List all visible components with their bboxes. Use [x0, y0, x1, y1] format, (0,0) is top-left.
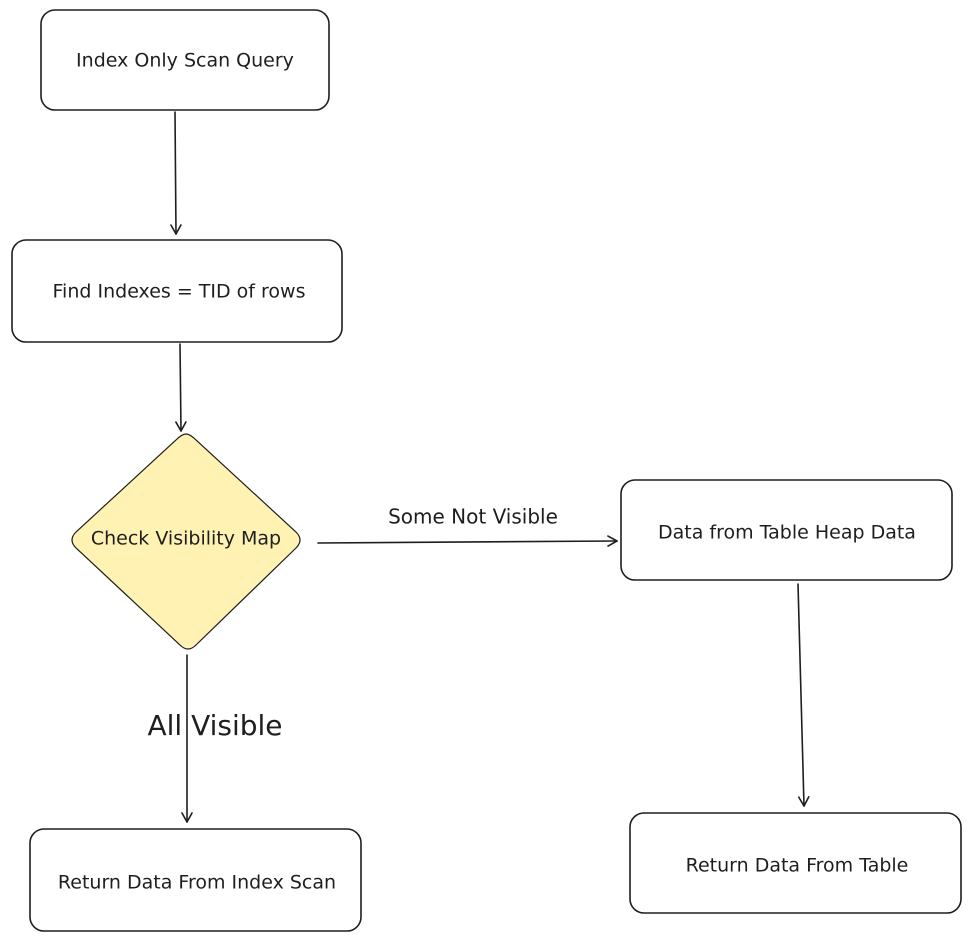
- edge-label-some-not-visible: Some Not Visible: [388, 505, 558, 529]
- node-check-visibility-map: Check Visibility Map: [71, 433, 301, 650]
- node-return-data-index-scan: Return Data From Index Scan: [29, 828, 362, 932]
- node-return-data-table: Return Data From Table: [629, 812, 962, 914]
- node-find-indexes: Find Indexes = TID of rows: [11, 239, 343, 343]
- node-check-visibility-map-label: Check Visibility Map: [91, 528, 281, 550]
- node-table-heap-data-label: Data from Table Heap Data: [658, 522, 916, 544]
- edge-find-to-check: [175, 343, 187, 432]
- edge-check-to-heap: [317, 535, 618, 547]
- node-table-heap-data: Data from Table Heap Data: [620, 479, 953, 581]
- node-index-only-scan-query-label: Index Only Scan Query: [76, 50, 294, 72]
- node-return-data-index-scan-label: Return Data From Index Scan: [58, 872, 336, 894]
- edge-label-all-visible: All Visible: [147, 709, 282, 742]
- edge-query-to-find: [170, 111, 182, 235]
- node-index-only-scan-query: Index Only Scan Query: [40, 9, 330, 111]
- node-find-indexes-label: Find Indexes = TID of rows: [53, 281, 306, 303]
- node-return-data-table-label: Return Data From Table: [686, 855, 909, 877]
- edge-heap-to-return-table: [797, 583, 810, 807]
